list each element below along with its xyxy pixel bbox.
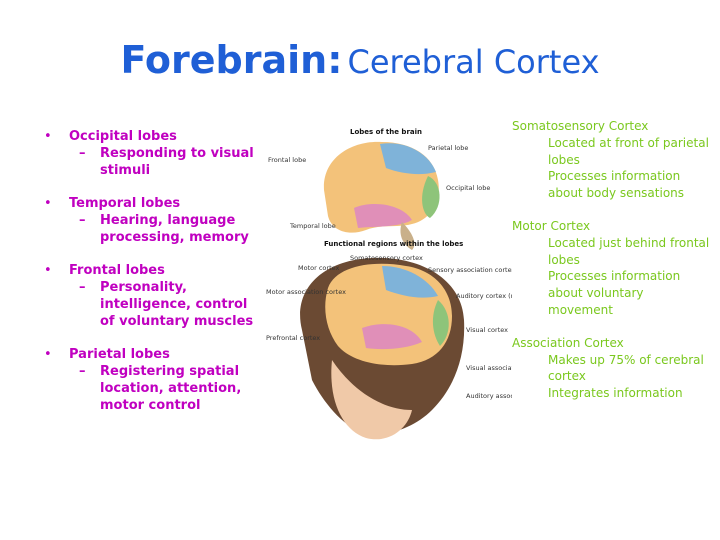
title-colon: : xyxy=(327,38,343,82)
slide-title: Forebrain: Cerebral Cortex xyxy=(0,38,720,82)
bullet: • xyxy=(44,263,52,278)
brain-illustration: Lobes of the brain Parietal lobe Frontal… xyxy=(266,128,594,440)
lobe-function: Registering spatial location, attention,… xyxy=(100,364,242,413)
lobes-list: •Occipital lobes –Responding to visual s… xyxy=(44,128,264,430)
brain-figure: Lobes of the brain Parietal lobe Frontal… xyxy=(262,120,594,450)
section-head: Association Cortex xyxy=(512,335,624,350)
lobe-function: Hearing, language processing, memory xyxy=(100,213,249,245)
fig-label-sensory-assoc: Sensory association cortex xyxy=(428,266,512,274)
dash: – xyxy=(79,213,86,228)
cerebellum-shape xyxy=(400,222,415,250)
fig-label-occipital: Occipital lobe xyxy=(446,184,490,192)
lobe-name: Occipital lobes xyxy=(69,129,177,144)
temporal-lobe-shape xyxy=(354,204,412,228)
fig-label-prefrontal: Prefrontal cortex xyxy=(266,334,320,342)
fig-label-auditory-assoc: Auditory association cortex xyxy=(466,392,512,400)
fig-label-auditory-hidden: Auditory cortex (mostly hidden from view… xyxy=(456,292,512,300)
cortex-notes: Somatosensory Cortex Located at front of… xyxy=(512,118,712,402)
lobe-function: Personality, intelligence, control of vo… xyxy=(100,280,254,329)
list-item: • Frontal lobes xyxy=(44,262,264,279)
occipital-lobe-shape xyxy=(422,176,440,218)
list-item: • Parietal lobes xyxy=(44,346,264,363)
list-subitem: –Hearing, language processing, memory xyxy=(44,212,264,246)
spacer xyxy=(512,202,712,218)
lobe-name: Temporal lobes xyxy=(69,196,181,211)
lobes-brain-drawing xyxy=(323,141,440,250)
list-subitem: –Personality, intelligence, control of v… xyxy=(44,279,264,330)
section-item: Makes up 75% of cerebral cortex xyxy=(548,352,704,384)
auditory-region-shape xyxy=(362,324,422,350)
fig-label-frontal: Frontal lobe xyxy=(268,156,306,164)
lobe-function: Responding to visual stimuli xyxy=(100,146,254,178)
fig-label-motor-assoc: Motor association cortex xyxy=(266,288,346,296)
section-head: Somatosensory Cortex xyxy=(512,119,649,133)
fig-top-title: Lobes of the brain xyxy=(350,128,422,136)
list-subitem: –Registering spatial location, attention… xyxy=(44,363,264,414)
lobe-name: Frontal lobes xyxy=(69,263,165,278)
head-drawing xyxy=(300,257,465,440)
fig-label-visual-assoc: Visual association cortex xyxy=(466,364,512,372)
fig-label-motor-cortex: Motor cortex xyxy=(298,264,340,272)
title-main: Forebrain xyxy=(120,38,328,82)
dash: – xyxy=(79,280,86,295)
section-item: Processes information about voluntary mo… xyxy=(548,269,681,317)
section-item: Located just behind frontal lobes xyxy=(548,235,710,267)
visual-region-shape xyxy=(432,300,449,346)
dash: – xyxy=(79,364,86,379)
bullet: • xyxy=(44,347,52,362)
lobe-name: Parietal lobes xyxy=(69,347,170,362)
bullet: • xyxy=(44,196,52,211)
section-head: Motor Cortex xyxy=(512,218,591,233)
list-item: • Temporal lobes xyxy=(44,195,264,212)
fig-bottom-title: Functional regions within the lobes xyxy=(324,240,463,248)
fig-label-temporal: Temporal lobe xyxy=(289,222,336,230)
face-shape xyxy=(331,360,412,440)
somatosensory-region-shape xyxy=(382,266,438,298)
title-sub: Cerebral Cortex xyxy=(347,43,600,81)
section-item: Located at front of parietal lobes xyxy=(548,135,709,167)
spacer xyxy=(512,319,712,335)
dash: – xyxy=(79,146,86,161)
section-item: Integrates information xyxy=(548,386,683,401)
fig-label-somatosensory: Somatosensory cortex xyxy=(350,254,423,262)
fig-label-parietal: Parietal lobe xyxy=(428,144,468,152)
fig-label-visual: Visual cortex xyxy=(466,326,508,334)
list-subitem: –Responding to visual stimuli xyxy=(44,145,264,179)
parietal-lobe-shape xyxy=(380,143,436,175)
bullet: • xyxy=(44,129,52,144)
list-item: • Occipital lobes xyxy=(44,128,264,145)
section-item: Processes information about body sensati… xyxy=(548,169,685,201)
